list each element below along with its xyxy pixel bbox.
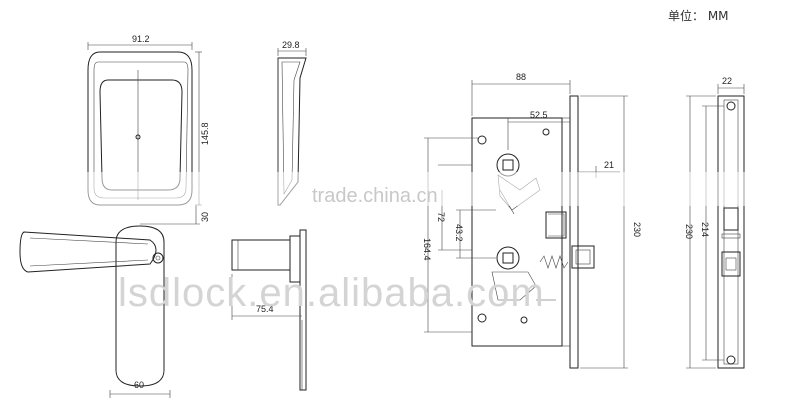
hub-height-label: 164.4 [422,238,432,261]
hub-height-dimension: 164.4 [422,137,478,333]
face-width-dimension: 22 [717,76,745,94]
rose-width-dimension: 60 [109,380,171,398]
face-inner-dimension: 214 [700,105,724,361]
cover-depth-label: 29.8 [282,40,300,50]
face-width-label: 22 [722,76,732,86]
handle-offset-label: 30 [200,212,210,222]
spindle-to-bolt-label: 72 [436,212,446,222]
handle-offset-dimension: 30 [140,205,210,225]
spindle-spacing-label: 43.2 [454,224,464,242]
face-height-dimension: 230 [684,95,716,369]
handle-front [19,225,165,387]
watermark-top: trade.china.cn [312,185,438,207]
spindle-spacing-dimension: 43.2 [454,209,496,259]
total-height-dimension: 230 [580,95,642,369]
total-height-label: 230 [632,222,642,237]
cover-height-label: 145.8 [200,122,210,145]
cover-width-label: 91.2 [132,34,150,44]
watermark-main: lsdlock.en.alibaba.com [118,271,545,315]
handle-side [231,229,307,391]
handle-projection-dimension: 75.4 [231,274,303,390]
small-offset-label: 21 [604,160,614,170]
faceplate [717,95,745,369]
rose-width-label: 60 [134,380,144,390]
backset-dimension: 52.5 [507,110,570,150]
cover-depth-dimension: 29.8 [277,40,307,56]
backset-label: 52.5 [530,110,548,120]
unit-label: 单位： MM [668,8,729,23]
cover-width-dimension: 91.2 [87,34,193,50]
case-width-dimension: 88 [471,72,571,116]
watermark-band [0,172,800,206]
handle-projection-label: 75.4 [256,304,274,314]
face-inner-label: 214 [700,222,710,237]
face-height-label: 230 [684,224,694,239]
mortise-lock-body [471,95,595,369]
case-width-label: 88 [516,72,526,82]
